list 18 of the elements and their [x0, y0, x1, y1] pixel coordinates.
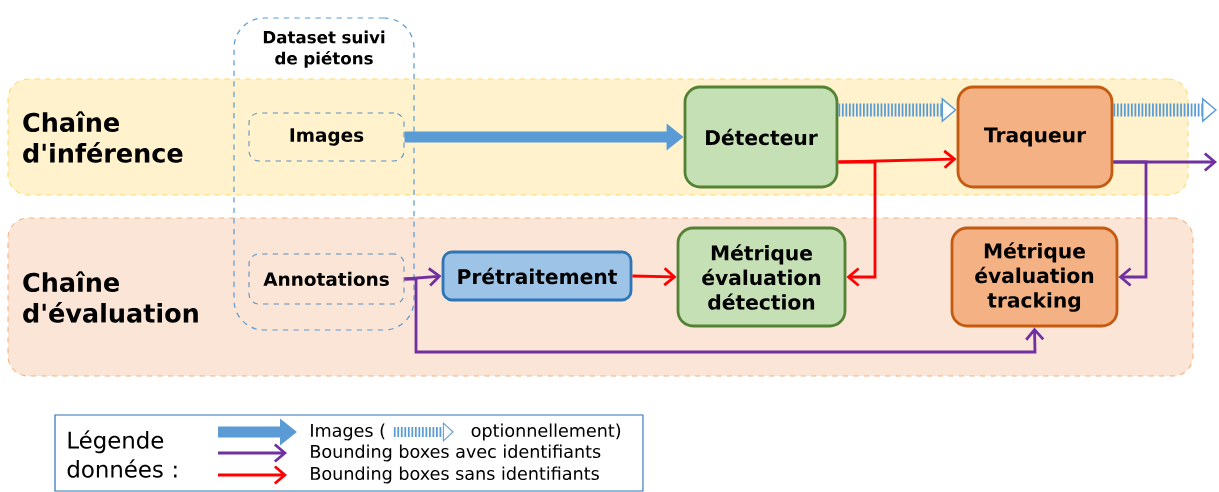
- legend-text: Images (: [311, 423, 385, 441]
- data-box: Images: [248, 112, 405, 162]
- arrow: [404, 267, 442, 287]
- arrow: [1113, 160, 1148, 287]
- legend-text: Bounding boxes sans identifiants: [311, 466, 599, 484]
- arrow: [404, 277, 1045, 354]
- arrow: [632, 267, 677, 287]
- process-box: Métrique évaluation détection: [676, 226, 847, 328]
- arrow: [838, 160, 877, 287]
- process-box: Prétraitement: [441, 250, 633, 302]
- process-box: Traqueur: [956, 85, 1114, 189]
- process-box: Détecteur: [683, 85, 839, 189]
- legend-title: Légende données :: [67, 430, 177, 478]
- process-box: Métrique évaluation tracking: [950, 226, 1119, 328]
- legend-text: optionnellement): [471, 423, 621, 441]
- legend-text: Bounding boxes avec identifiants: [311, 444, 601, 462]
- arrow: [838, 149, 957, 169]
- data-box: Annotations: [248, 253, 405, 305]
